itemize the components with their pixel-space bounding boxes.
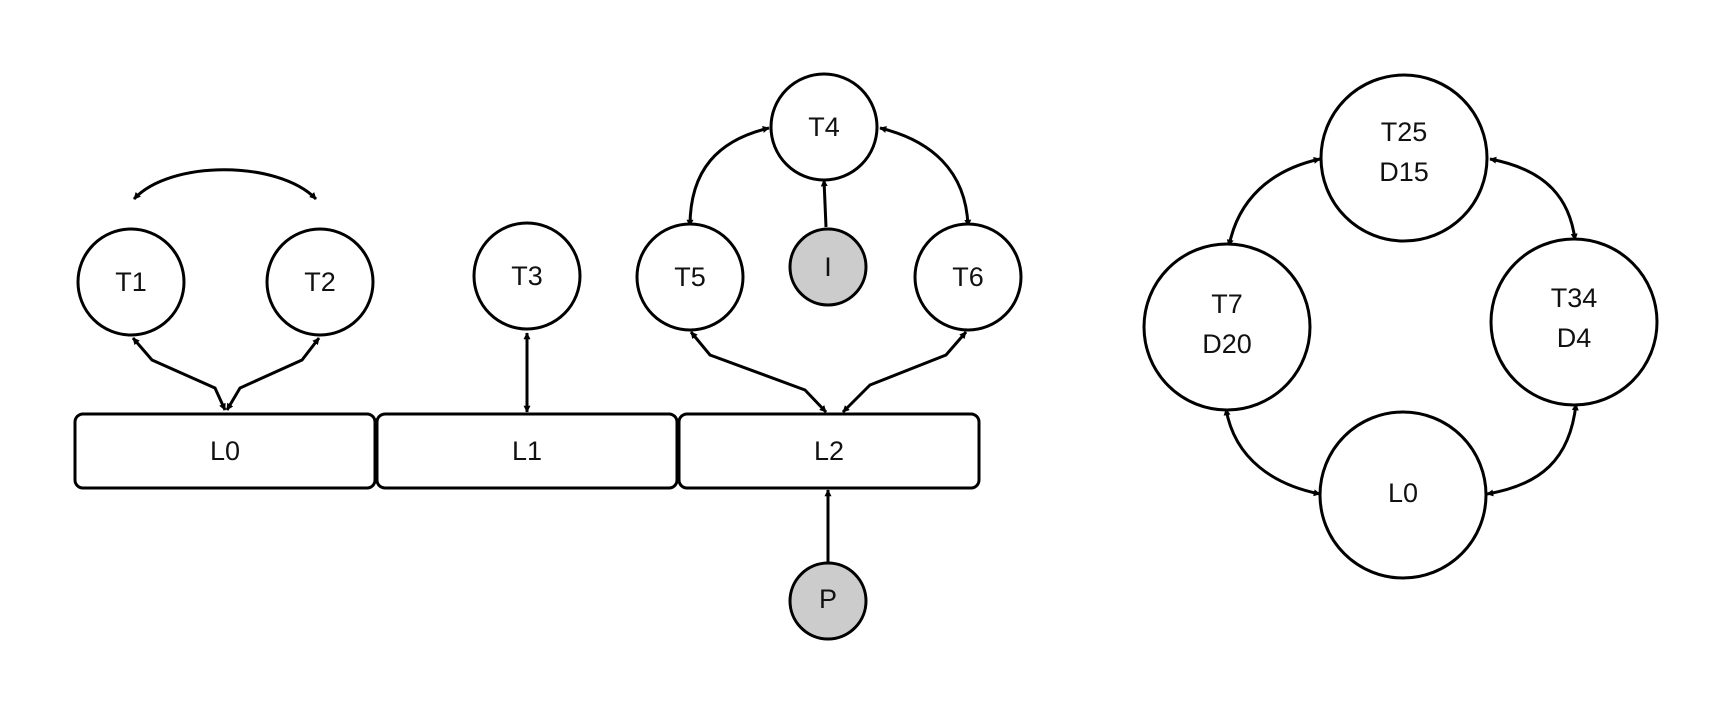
thread-node-t25: T25 D15 [1319, 73, 1489, 243]
thread-node-t4: T4 [769, 72, 879, 182]
left-edges [131, 126, 972, 563]
thread-node-t2: T2 [265, 227, 375, 337]
edge-t1-l0 [131, 337, 227, 411]
edge-t25-t7 [1226, 156, 1321, 247]
edge-i-t4 [820, 179, 828, 228]
right-nodes: T25 D15 T7 D20 T34 D4 L0 [1142, 73, 1659, 580]
node-label: T4 [808, 112, 840, 142]
node-label-thread: T25 [1381, 117, 1428, 147]
node-label-thread: T7 [1211, 289, 1243, 319]
node-label: T3 [511, 261, 543, 291]
edge-t34-l0 [1486, 403, 1579, 497]
thread-node-t5: T5 [635, 222, 745, 332]
thread-node-t7: T7 D20 [1142, 242, 1312, 412]
edge-t1-t2 [132, 168, 318, 201]
edge-t4-t6 [879, 126, 972, 227]
node-label-thread: T34 [1551, 283, 1598, 313]
thread-node-t3: T3 [472, 221, 582, 331]
lock-box-l2: L2 [677, 412, 981, 490]
right-edges [1223, 156, 1579, 497]
node-label: T2 [304, 267, 336, 297]
edge-t2-l0 [225, 337, 321, 411]
edge-t7-l0 [1223, 408, 1321, 497]
lock-box-l1: L1 [375, 412, 679, 490]
node-label: T5 [674, 262, 706, 292]
node-label: L0 [1388, 478, 1418, 508]
node-label: T6 [952, 262, 984, 292]
edge-t4-t5 [686, 126, 770, 227]
node-label: T1 [115, 267, 147, 297]
thread-node-t6: T6 [913, 222, 1023, 332]
lock-box-l0: L0 [73, 412, 377, 490]
node-label: P [819, 584, 837, 614]
lock-label: L1 [512, 436, 542, 466]
node-label-deadline: D4 [1557, 323, 1592, 353]
special-node-p: P [788, 561, 868, 641]
special-node-i: I [788, 227, 868, 307]
node-label-deadline: D20 [1202, 329, 1252, 359]
lock-label: L0 [210, 436, 240, 466]
edge-t6-l2 [841, 331, 968, 414]
thread-node-t34: T34 D4 [1489, 237, 1659, 407]
edge-t5-l2 [689, 331, 828, 414]
lock-node-l0: L0 [1318, 410, 1488, 580]
node-label: I [824, 252, 832, 282]
node-label-deadline: D15 [1379, 157, 1429, 187]
edge-t25-t34 [1489, 156, 1578, 241]
thread-node-t1: T1 [76, 227, 186, 337]
left-nodes: T1 T2 T3 T4 T5 T6 I P [73, 72, 1023, 641]
lock-label: L2 [814, 436, 844, 466]
